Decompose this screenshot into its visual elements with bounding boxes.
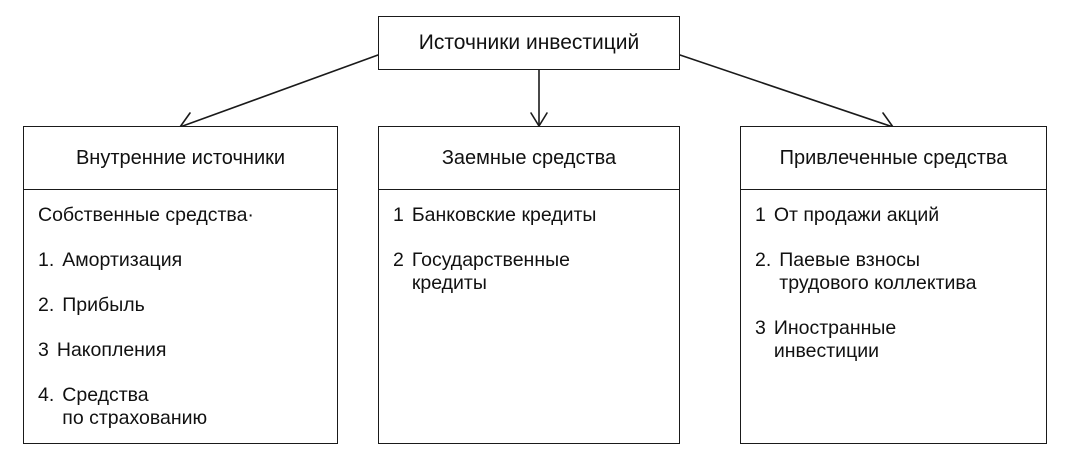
node-internal-sources-title: Внутренние источники: [24, 127, 337, 190]
list-item-text: Амортизация: [62, 249, 183, 271]
own-funds-heading: Собственные средства·: [38, 204, 254, 226]
node-internal-sources-body: Собственные средства· 1. Амортизация 2. …: [24, 190, 337, 430]
list-item: 1. Амортизация: [38, 249, 337, 272]
node-borrowed-funds: Заемные средства 1 Банковские кредиты 2 …: [378, 126, 680, 444]
list-item: 2. Прибыль: [38, 294, 337, 317]
root-node-investment-sources: Источники инвестиций: [378, 16, 680, 70]
list-item: 3 Накопления: [38, 339, 337, 362]
list-item: 4. Средства по страхованию: [38, 384, 337, 430]
list-item-number: 3: [755, 317, 766, 339]
list-item-text: Накопления: [56, 339, 167, 361]
node-borrowed-funds-body: 1 Банковские кредиты 2 Государственные к…: [379, 190, 679, 295]
list-item-number: 1: [755, 204, 766, 226]
list-item: 1 От продажи акций: [755, 204, 1046, 227]
list-item-number: 2.: [755, 249, 772, 271]
list-item-number: 4.: [38, 384, 55, 406]
list-item-number: 2.: [38, 294, 55, 316]
list-item: 3 Иностранные инвестиции: [755, 317, 1046, 363]
node-borrowed-funds-title: Заемные средства: [379, 127, 679, 190]
root-node-label: Источники инвестиций: [418, 31, 640, 54]
list-item-number: 1.: [38, 249, 55, 271]
list-item-text: Банковские кредиты: [411, 204, 597, 226]
list-item-text: Паевые взносы трудового коллектива: [779, 249, 977, 294]
list-item: 2 Государственные кредиты: [393, 249, 679, 295]
list-item-text: Иностранные инвестиции: [773, 317, 897, 362]
list-item-number: 1: [393, 204, 404, 226]
list-item-text: Средства по страхованию: [62, 384, 208, 429]
node-attracted-funds: Привлеченные средства 1 От продажи акций…: [740, 126, 1047, 444]
list-item-text: Прибыль: [62, 294, 145, 316]
arrow-to-internal: [179, 54, 379, 128]
node-internal-sources: Внутренние источники Собственные средств…: [23, 126, 338, 444]
list-item-number: 2: [393, 249, 404, 271]
list-item: 1 Банковские кредиты: [393, 204, 679, 227]
node-attracted-funds-title: Привлеченные средства: [741, 127, 1046, 190]
node-attracted-funds-body: 1 От продажи акций 2. Паевые взносы труд…: [741, 190, 1046, 363]
arrow-to-attracted: [679, 54, 894, 128]
list-item: 2. Паевые взносы трудового коллектива: [755, 249, 1046, 295]
list-item-text: Государственные кредиты: [411, 249, 570, 294]
list-item-number: 3: [38, 339, 49, 361]
list-item-text: От продажи акций: [773, 204, 940, 226]
